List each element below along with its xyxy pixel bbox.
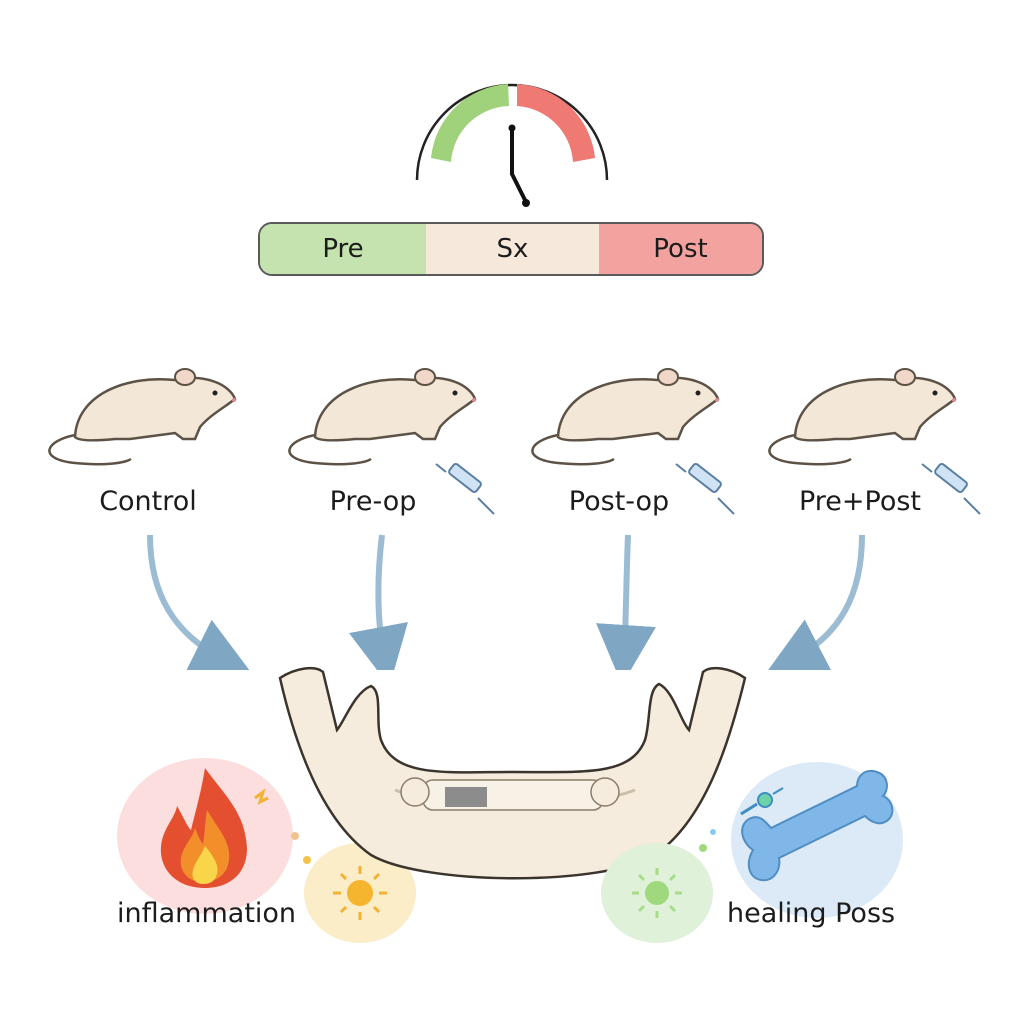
timeline-bar: Pre Sx Post — [258, 222, 764, 276]
healing-bubble — [601, 762, 903, 943]
syringe-icon-post-op — [675, 463, 735, 515]
group-label-control: Control — [99, 486, 197, 517]
mandible-icon — [278, 666, 747, 880]
rat-icon-pre-op — [288, 368, 477, 466]
arrows — [147, 534, 865, 670]
outcome-label-inflammation: inflammation — [117, 898, 297, 929]
timeline-post: Post — [599, 224, 762, 274]
group-label-pre-post: Pre+Post — [798, 486, 922, 517]
arrow-icon-pre-post — [765, 534, 865, 670]
rat-icon-pre-post — [768, 368, 957, 466]
timeline-sx: Sx — [426, 224, 599, 274]
group-label-post-op: Post-op — [568, 486, 670, 517]
inflammation-bubble — [117, 758, 416, 943]
clock-gauge-icon — [415, 83, 609, 207]
group-label-pre-op: Pre-op — [329, 486, 417, 517]
sun-icon — [333, 866, 387, 920]
arrow-icon-control — [147, 534, 252, 670]
timeline-pre: Pre — [260, 224, 426, 274]
arrow-icon-post-op — [596, 534, 656, 670]
syringe-icon-pre-post — [921, 463, 981, 515]
sun-icon-green — [632, 868, 682, 918]
arrow-icon-pre-op — [348, 534, 408, 670]
cell-icon — [740, 787, 784, 816]
rat-icon-control — [48, 368, 237, 466]
fire-icon — [160, 768, 247, 888]
rat-icon-post-op — [531, 368, 720, 466]
syringe-icon-pre-op — [435, 463, 495, 515]
bone-icon — [741, 770, 894, 882]
outcome-label-healing: healing Poss — [727, 898, 896, 929]
